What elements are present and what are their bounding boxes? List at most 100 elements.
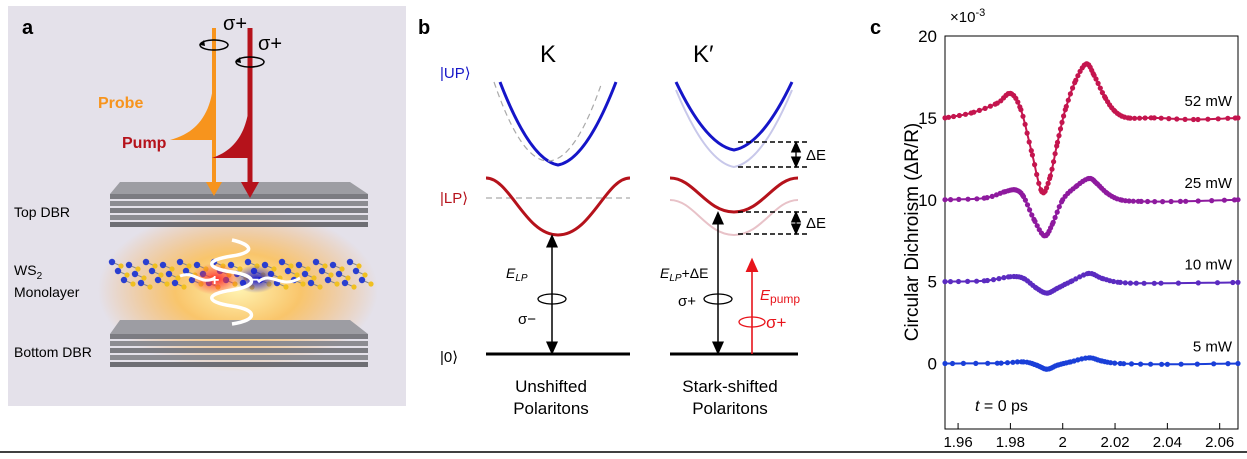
data-point [1061,113,1067,119]
sulfur-atom [345,275,351,281]
sulfur-atom [351,284,357,290]
data-point [1235,115,1241,121]
data-point [1138,198,1144,204]
epump-label: Epump [760,287,800,306]
data-point [1056,204,1062,210]
sulfur-atom [135,266,141,272]
data-point [1182,116,1188,122]
tungsten-atom [341,279,349,287]
data-point [1142,115,1148,121]
data-point [956,196,962,202]
data-point [1029,152,1035,158]
data-point [1151,115,1157,121]
time-annotation: t = 0 ps [975,398,1028,415]
data-point [1056,133,1062,139]
x-tick-label: 2.06 [1205,434,1234,451]
tungsten-atom [295,261,303,269]
tungsten-atom [244,258,252,266]
data-point [949,360,956,367]
data-point [1093,76,1099,82]
series-label: 10 mW [1184,257,1232,274]
sulfur-atom [311,275,317,281]
sulfur-atom [141,275,147,281]
y-tick-label: 10 [918,191,937,210]
data-point [1044,185,1050,191]
tungsten-atom [108,258,116,266]
data-point [1028,148,1034,154]
data-point [942,197,948,203]
data-point [990,277,997,283]
sulfur-atom [186,263,192,269]
data-point [962,111,969,117]
data-point [1070,85,1076,91]
data-point [1073,77,1079,83]
k-elp-label: ELP [506,265,528,284]
data-point [1050,219,1056,225]
data-point [1159,361,1165,367]
data-point [1122,198,1128,204]
sulfur-atom [300,281,306,287]
data-point [1022,197,1028,203]
sulfur-atom [368,281,374,287]
data-point [1063,103,1069,110]
shifted-line2: Polaritons [692,399,768,418]
tungsten-atom [335,270,343,278]
data-point [1075,73,1081,79]
data-point [1221,197,1227,203]
data-point [1110,278,1117,285]
data-point [1158,115,1164,121]
sulfur-atom [317,284,323,290]
delta-e-up: ΔE [806,147,826,164]
data-point [1099,90,1105,96]
data-point [1132,115,1138,121]
minus-charge: − [250,272,259,289]
data-point [1018,107,1024,113]
tungsten-atom [154,276,162,284]
data-point [1160,199,1166,205]
data-point [1126,198,1132,204]
data-point [955,278,962,285]
tungsten-atom [307,279,315,287]
data-point [1148,361,1154,367]
data-point [1097,85,1103,91]
y-tick-label: 20 [918,27,937,46]
data-point [1128,361,1135,367]
sulfur-atom [118,263,124,269]
data-point [1121,361,1127,367]
data-point [956,112,963,119]
data-point [1137,115,1143,121]
data-point [1004,360,1011,366]
x-tick-label: 2.02 [1100,434,1129,451]
data-point [1215,116,1221,122]
tungsten-atom [131,270,139,278]
plus-charge: + [210,272,219,289]
data-point [1010,359,1016,365]
data-point [942,279,948,285]
panel-a-letter: a [22,17,34,39]
sulfur-atom [158,272,164,278]
k-lp-branch [485,176,631,237]
kprime-valley-bands: ΔE ΔE ELP+ΔE σ+ Epump σ+ [660,81,826,356]
panel-b-letter: b [418,17,430,39]
data-point [996,276,1002,282]
data-point [1045,180,1051,186]
data-point [1034,223,1040,229]
data-point [974,196,980,202]
data-point [1108,360,1114,366]
data-point [965,196,971,202]
data-point [1235,360,1241,367]
data-point [984,277,991,284]
monolayer-label: Monolayer [14,284,80,300]
data-point [1235,279,1241,285]
k-valley-bands: ELP σ− [485,81,631,356]
top-dbr-label: Top DBR [14,204,70,220]
probe-beam [170,28,222,196]
kprime-lp-original [669,199,799,237]
tungsten-atom [318,267,326,275]
data-point [1059,119,1065,125]
kprime-up-original [675,89,793,169]
tungsten-atom [324,276,332,284]
kprime-valley-label: K′ [693,41,714,68]
data-point [1001,275,1007,281]
